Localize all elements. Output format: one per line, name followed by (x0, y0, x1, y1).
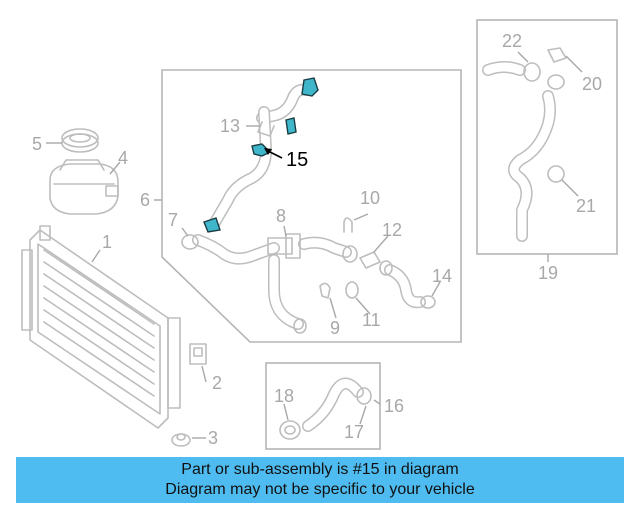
callout-8: 8 (276, 206, 286, 226)
callout-22: 22 (502, 31, 522, 51)
callout-21: 21 (576, 196, 596, 216)
leader-lines (46, 51, 583, 439)
group-box-16 (265, 362, 381, 450)
callout-4: 4 (118, 148, 128, 168)
expansion-tank (49, 159, 119, 215)
rubber-mount (171, 433, 191, 447)
group-box-19 (476, 19, 618, 255)
callout-9: 9 (330, 318, 340, 338)
hose-assembly (181, 83, 436, 334)
callout-7: 7 (168, 210, 178, 230)
callout-12: 12 (382, 220, 402, 240)
banner-line-1: Part or sub-assembly is #15 in diagram (181, 461, 459, 478)
callout-19: 19 (538, 263, 558, 283)
callout-1: 1 (102, 232, 112, 252)
callout-13: 13 (220, 116, 240, 136)
callout-18: 18 (274, 386, 294, 406)
callout-3: 3 (208, 428, 218, 448)
callout-20: 20 (582, 74, 602, 94)
hose-assembly-19 (482, 47, 567, 242)
callout-10: 10 (360, 188, 380, 208)
callout-5: 5 (32, 134, 42, 154)
group-box-6 (161, 69, 462, 343)
info-banner: Part or sub-assembly is #15 in diagram D… (16, 457, 624, 503)
hose-assembly-16 (279, 377, 372, 440)
callout-17: 17 (344, 422, 364, 442)
banner-line-2: Diagram may not be specific to your vehi… (165, 481, 475, 498)
radiator (21, 225, 181, 429)
callout-16: 16 (384, 396, 404, 416)
radiator-bracket (189, 343, 207, 365)
part-15-clamp (203, 77, 319, 233)
callout-11: 11 (362, 310, 381, 330)
callout-14: 14 (432, 266, 452, 286)
expansion-tank-cap (61, 128, 99, 153)
callout-15-highlighted: 15 (286, 149, 308, 171)
callout-2: 2 (212, 373, 222, 393)
callout-6: 6 (140, 190, 150, 210)
